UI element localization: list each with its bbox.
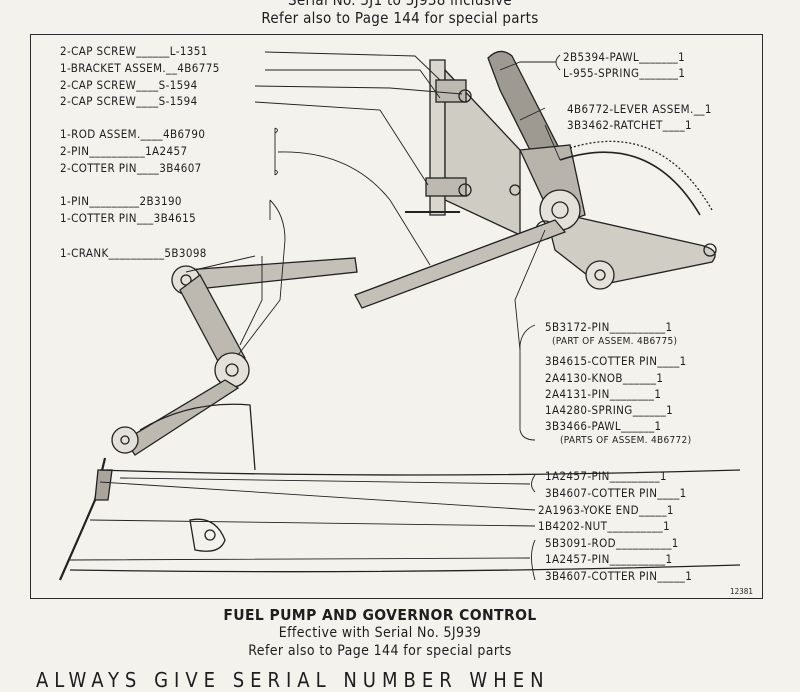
figure-number: 12381: [730, 587, 753, 596]
label-pin-1a2457: 2-PIN__________1A2457: [60, 144, 188, 158]
label-pin-2b3190: 1-PIN_________2B3190: [60, 194, 182, 208]
caption-title: FUEL PUMP AND GOVERNOR CONTROL: [223, 606, 537, 624]
footer-notice: ALWAYS GIVE SERIAL NUMBER WHEN: [36, 668, 550, 692]
caption-page-reference: Refer also to Page 144 for special parts: [248, 643, 512, 659]
note-part-of-bracket: (PART OF ASSEM. 4B6775): [552, 336, 678, 347]
label-pin-1a2457-a: 1A2457-PIN_________1: [545, 469, 667, 483]
label-cotter-pin-3b4607-b: 3B4607-COTTER PIN_____1: [545, 569, 693, 583]
label-pin-5b3172: 5B3172-PIN__________1: [545, 320, 673, 334]
label-bracket-assem: 1-BRACKET ASSEM.__4B6775: [60, 61, 220, 75]
label-nut: 1B4202-NUT__________1: [538, 519, 671, 533]
label-spring-l955: L-955-SPRING_______1: [563, 66, 686, 80]
label-pawl-3b3466: 3B3466-PAWL______1: [545, 419, 662, 433]
label-yoke-end: 2A1963-YOKE END_____1: [538, 503, 674, 517]
label-cap-screw-l1351: 2-CAP SCREW______L-1351: [60, 44, 208, 58]
label-cap-screw-s1594-b: 2-CAP SCREW____S-1594: [60, 94, 198, 108]
label-cotter-pin-3b4607-a: 3B4607-COTTER PIN____1: [545, 486, 687, 500]
label-crank: 1-CRANK__________5B3098: [60, 246, 207, 260]
label-cotter-pin-3b4615-right: 3B4615-COTTER PIN____1: [545, 354, 687, 368]
label-rod-assem: 1-ROD ASSEM.____4B6790: [60, 127, 206, 141]
diagram-frame: [30, 34, 763, 599]
label-knob: 2A4130-KNOB______1: [545, 371, 664, 385]
label-pawl-2b5394: 2B5394-PAWL_______1: [563, 50, 686, 64]
caption-serial: Effective with Serial No. 5J939: [278, 625, 482, 641]
label-pin-2a4131: 2A4131-PIN________1: [545, 387, 662, 401]
header-page-reference: Refer also to Page 144 for special parts: [261, 9, 539, 27]
label-spring-1a4280: 1A4280-SPRING______1: [545, 403, 674, 417]
note-parts-of-lever: (PARTS OF ASSEM. 4B6772): [560, 435, 692, 446]
label-pin-1a2457-b: 1A2457-PIN__________1: [545, 552, 673, 566]
label-cotter-pin-3b4607: 2-COTTER PIN____3B4607: [60, 161, 202, 175]
label-cap-screw-s1594-a: 2-CAP SCREW____S-1594: [60, 78, 198, 92]
header-serial-range: Serial No. 5J1 to 5J938 inclusive: [288, 0, 512, 9]
label-cotter-pin-3b4615: 1-COTTER PIN___3B4615: [60, 211, 197, 225]
label-rod-5b3091: 5B3091-ROD__________1: [545, 536, 679, 550]
label-ratchet: 3B3462-RATCHET____1: [567, 118, 693, 132]
label-lever-assem: 4B6772-LEVER ASSEM.__1: [567, 102, 712, 116]
